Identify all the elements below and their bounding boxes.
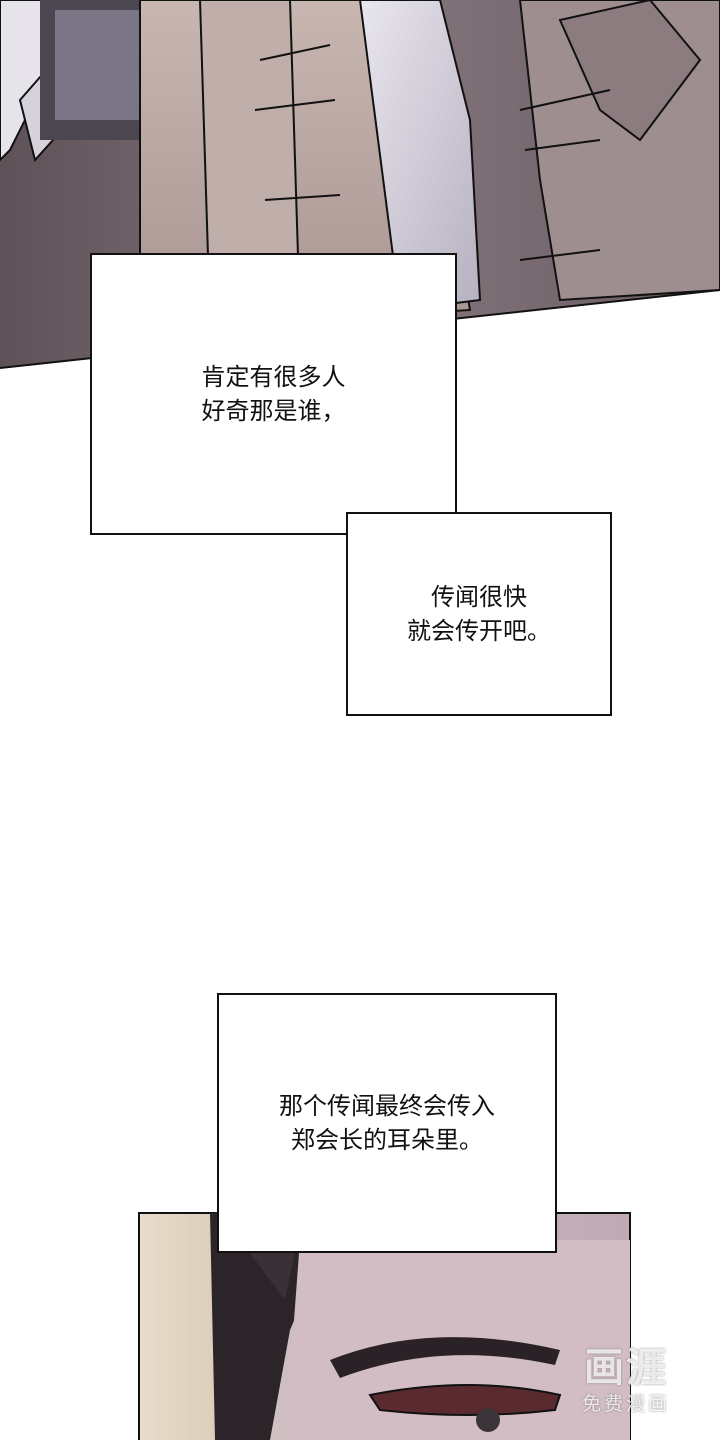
caption-box-1: 肯定有很多人 好奇那是谁， xyxy=(90,253,457,535)
caption-line: 那个传闻最终会传入 xyxy=(279,1092,495,1120)
caption-line: 传闻很快 xyxy=(431,583,527,611)
caption-box-3: 那个传闻最终会传入 郑会长的耳朵里。 xyxy=(217,993,557,1253)
watermark-logo: 画涯 免费漫画 xyxy=(566,1344,686,1416)
watermark-title: 画涯 xyxy=(584,1345,668,1391)
caption-line: 就会传开吧。 xyxy=(407,617,551,645)
caption-line: 好奇那是谁， xyxy=(201,397,346,425)
watermark-subtitle: 免费漫画 xyxy=(581,1393,670,1415)
caption-line: 郑会长的耳朵里。 xyxy=(291,1126,483,1154)
caption-box-2: 传闻很快 就会传开吧。 xyxy=(346,512,612,716)
caption-line: 肯定有很多人 xyxy=(201,363,346,391)
